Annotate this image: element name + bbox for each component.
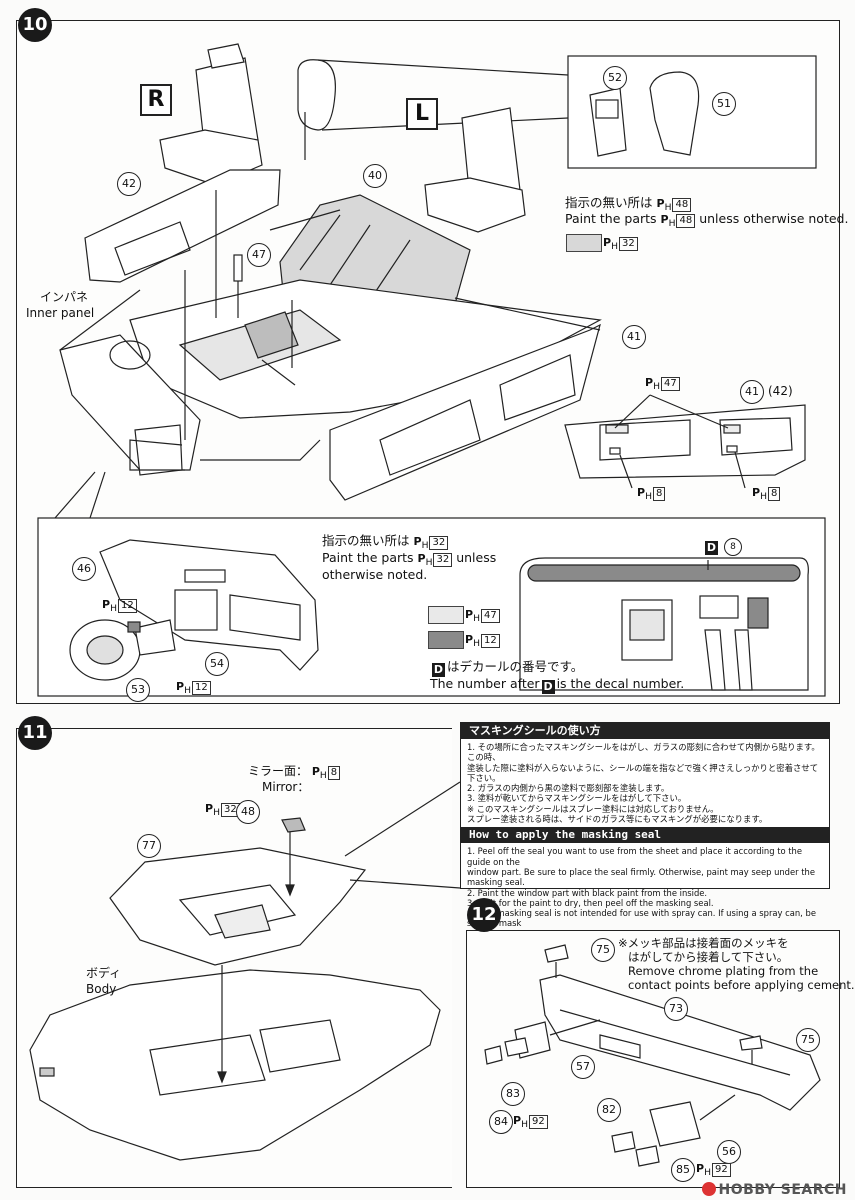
inner-panel-jp: インパネ <box>40 290 89 304</box>
step12-note-jp-1: ※メッキ部品は接着面のメッキを <box>618 936 789 950</box>
step12-note-jp-2: はがしてから接着して下さい。 <box>628 950 789 964</box>
callout-75a: 75 <box>591 938 615 962</box>
callout-83: 83 <box>501 1082 525 1106</box>
swatch-ph12 <box>428 631 464 649</box>
swatch-ph32 <box>566 234 602 252</box>
callout-41: 41 <box>622 325 646 349</box>
callout-52: 52 <box>603 66 627 90</box>
side-panel-41 <box>329 323 601 501</box>
chrome-tip-75a <box>544 944 569 963</box>
body-drawing <box>29 969 441 1161</box>
watermark: HOBBY SEARCH <box>701 1182 847 1198</box>
callout-47: 47 <box>247 243 271 267</box>
masking-text-en: 1. Peel off the seal you want to use fro… <box>467 846 816 938</box>
hobbysearch-logo-icon <box>701 1182 716 1196</box>
callout-75b: 75 <box>796 1028 820 1052</box>
bumper-73 <box>539 974 821 1111</box>
callout-77: 77 <box>137 834 161 858</box>
callout-82: 82 <box>597 1098 621 1122</box>
callout-48: 48 <box>236 800 260 824</box>
mirror-en: Mirror： <box>262 780 310 794</box>
dashboard-46 <box>99 539 319 671</box>
callout-51: 51 <box>712 92 736 116</box>
step12-note-en-1: Remove chrome plating from the <box>628 964 819 978</box>
callout-85: 85 <box>671 1158 695 1182</box>
step12-note-en-2: contact points before applying cement. <box>628 978 855 992</box>
callout-84: 84 <box>489 1110 513 1134</box>
masking-title-en: How to apply the masking seal <box>461 827 829 844</box>
callout-53: 53 <box>126 678 150 702</box>
interior-tub-77 <box>109 847 367 966</box>
body-en: Body <box>86 982 117 996</box>
code-box-48b: 48 <box>676 214 696 228</box>
headrest-drawing <box>297 59 336 131</box>
callout-73: 73 <box>664 997 688 1021</box>
callout-41-detail: 41 <box>740 380 764 404</box>
step12-number: 12 <box>467 898 501 932</box>
seat-l-drawing <box>424 107 526 233</box>
callout-56: 56 <box>717 1140 741 1164</box>
detail-note-en-2: otherwise noted. <box>322 567 428 582</box>
callout-42-paren: (42) <box>768 384 793 398</box>
inner-panel-en: Inner panel <box>26 306 95 320</box>
door-panel-42 <box>84 169 281 283</box>
step11-number: 11 <box>18 716 52 750</box>
swatch-ph47 <box>428 606 464 624</box>
light-56 <box>649 1101 701 1147</box>
step10-number: 10 <box>18 8 52 42</box>
chrome-tip-75b <box>739 1035 763 1051</box>
mirror-48 <box>281 817 306 833</box>
callout-42: 42 <box>117 172 141 196</box>
body-jp: ボディ <box>86 966 122 980</box>
seat-l-label: L <box>406 98 438 130</box>
callout-54: 54 <box>205 652 229 676</box>
decal-label: D 8 <box>703 536 742 556</box>
masking-text-jp: 1. その場所に合ったマスキングシールをはがし、ガラスの彫刻に合わせて内側から貼… <box>467 742 820 825</box>
callout-57: 57 <box>571 1055 595 1079</box>
seat-r-label: R <box>140 84 172 116</box>
masking-title-jp: マスキングシールの使い方 <box>461 723 829 739</box>
masking-instructions: マスキングシールの使い方 1. その場所に合ったマスキングシールをはがし、ガラス… <box>460 722 830 939</box>
callout-46: 46 <box>72 557 96 581</box>
callout-40: 40 <box>363 164 387 188</box>
code-box-48: 48 <box>672 198 692 212</box>
